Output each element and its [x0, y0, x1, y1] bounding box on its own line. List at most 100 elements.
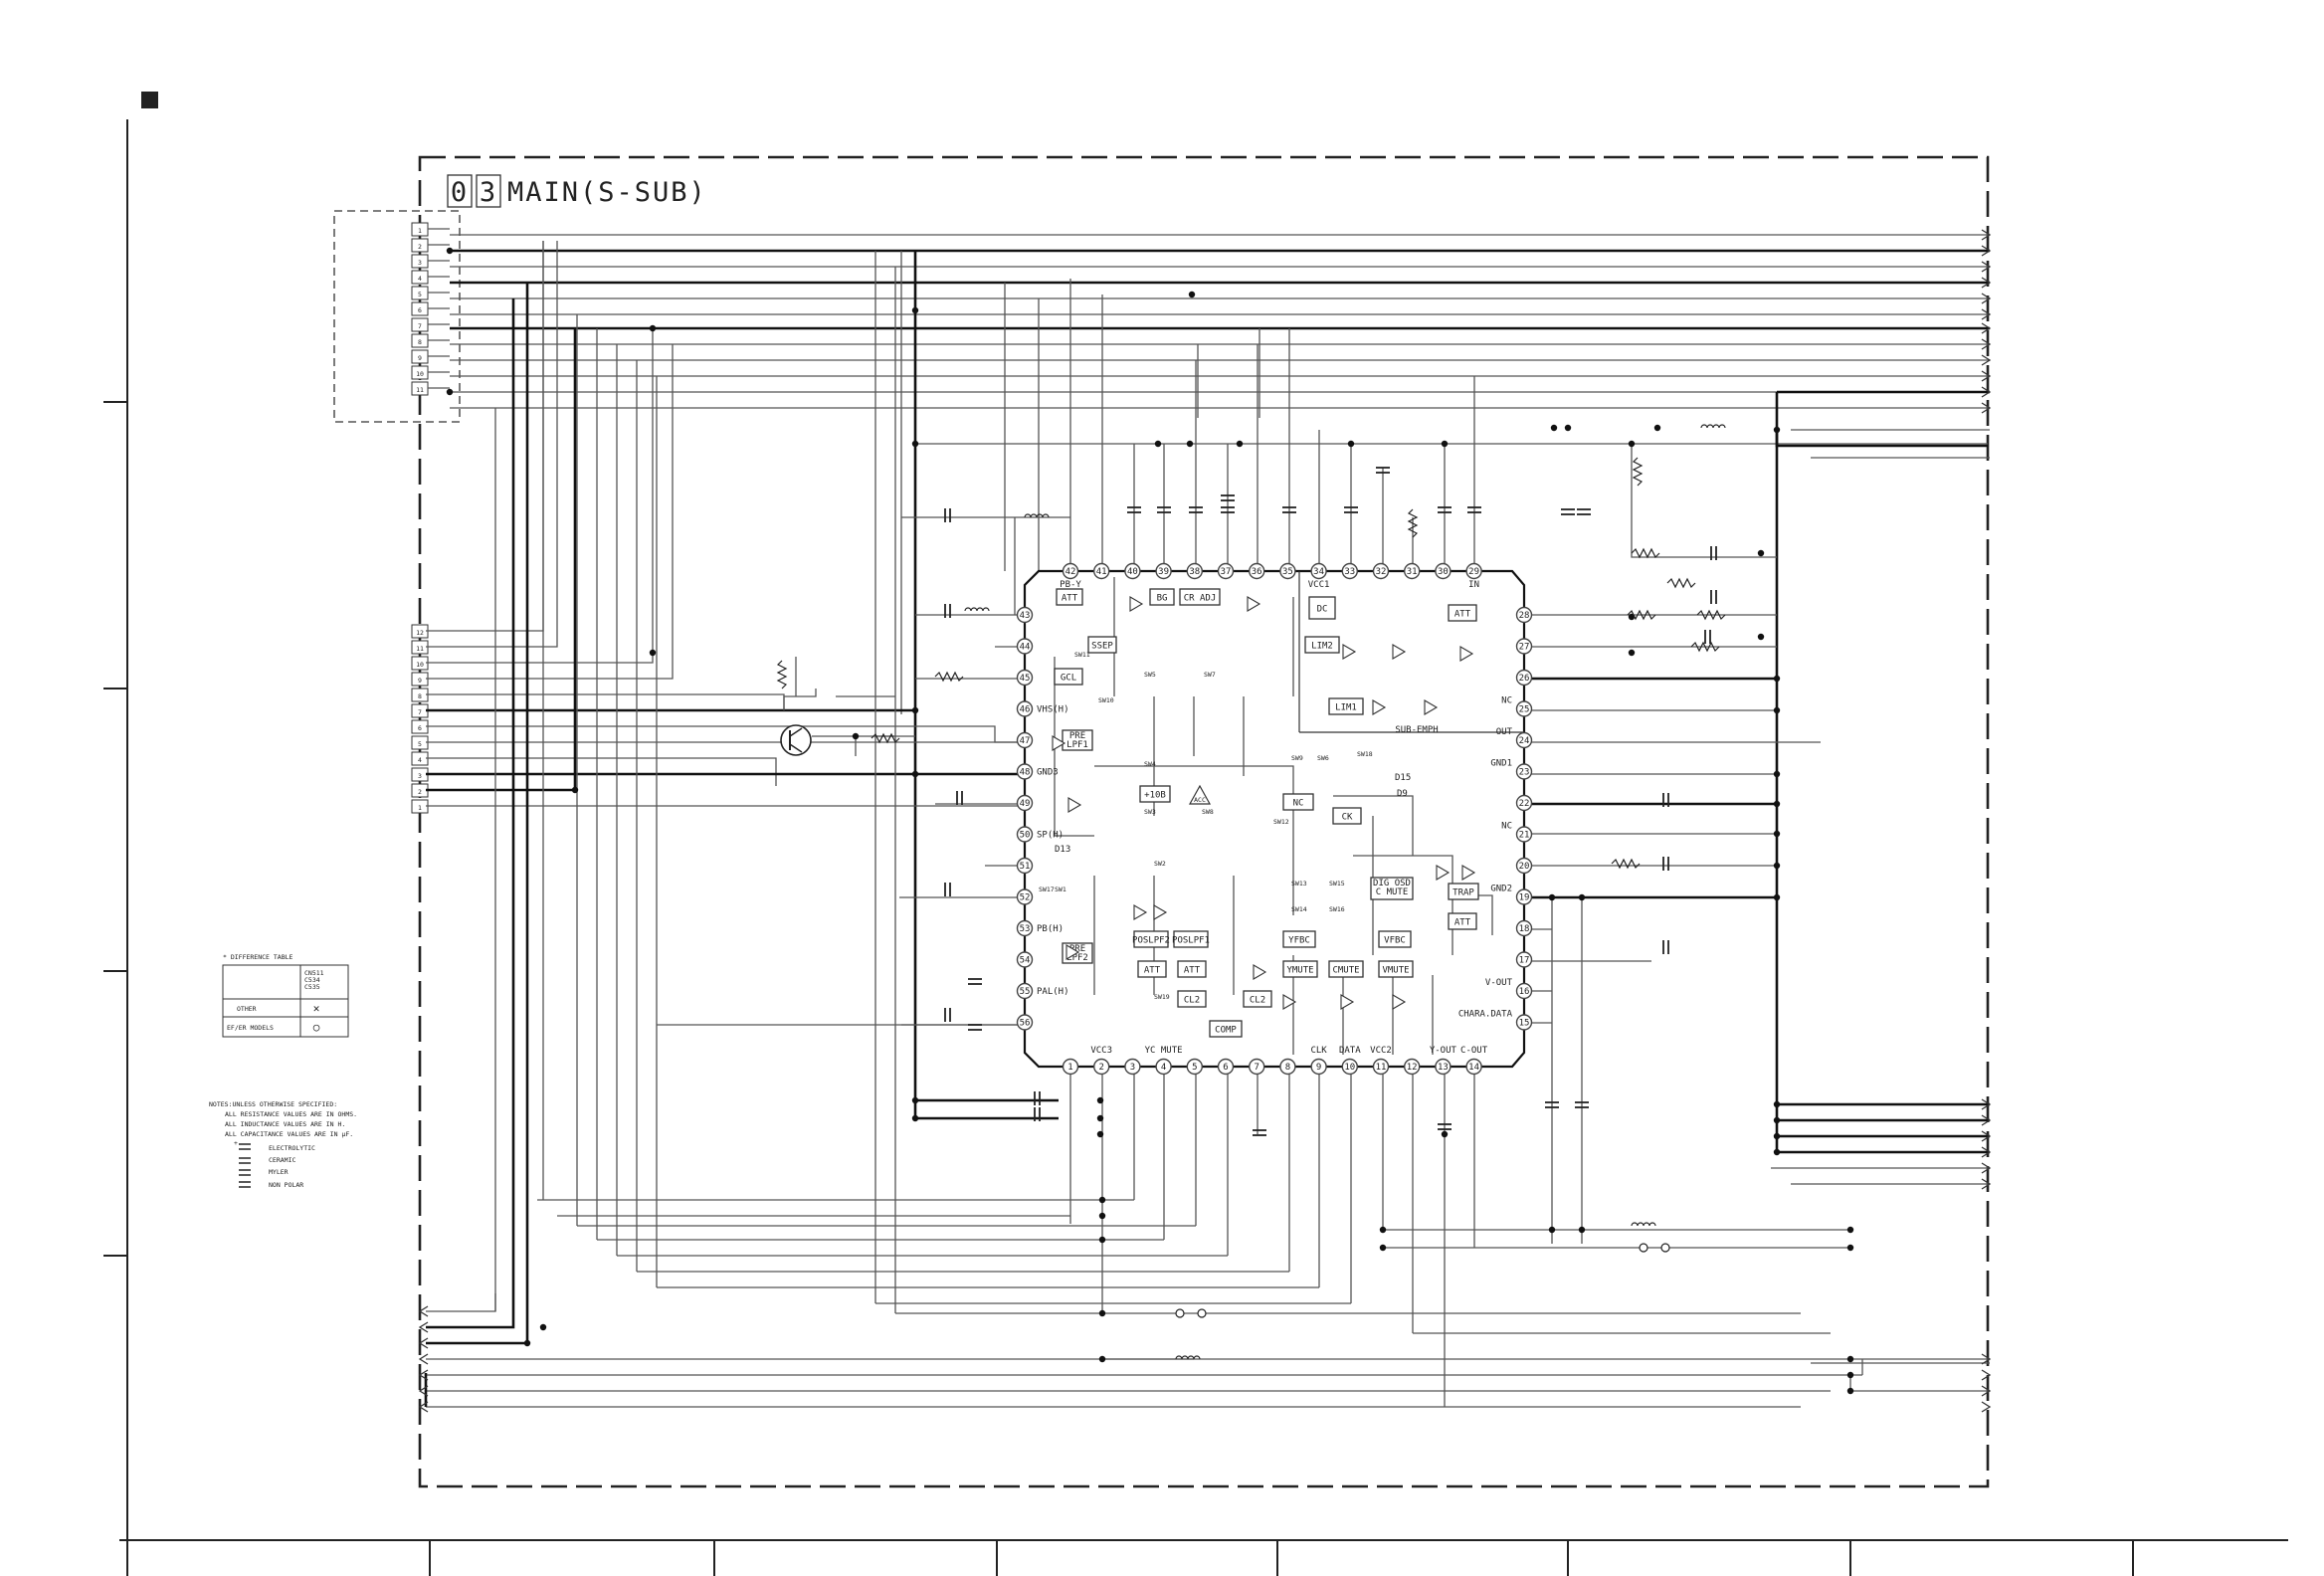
ic-pin — [1435, 562, 1452, 580]
ic-pin-number: 24 — [1519, 736, 1530, 746]
ic-pin-number: 40 — [1127, 567, 1138, 577]
junction-dot — [446, 247, 454, 255]
amplifier-symbol — [1282, 994, 1297, 1010]
left-connector-pin-number: 10 — [416, 661, 424, 669]
annotation-sw7: SW7 — [1204, 671, 1216, 679]
left-edge-chevron — [418, 1337, 429, 1349]
junction-dots — [446, 247, 1854, 1395]
ic-block-bg — [1149, 588, 1175, 606]
top-connector-pin-number: 11 — [416, 386, 424, 394]
ic-block-label-cl2-a: CL2 — [1184, 996, 1200, 1006]
resistor-symbol — [871, 732, 900, 744]
ic-pin-number: 34 — [1313, 567, 1324, 577]
inductor-symbol — [1193, 1355, 1201, 1360]
inductor-symbol — [1700, 424, 1708, 429]
ic-pin — [1016, 700, 1034, 717]
annotation-sw6: SW6 — [1317, 754, 1329, 762]
ic-pin — [1124, 562, 1141, 580]
ic-pin — [1341, 1058, 1359, 1076]
right-edge-chevron — [1981, 1146, 1992, 1158]
inductor-symbol — [1718, 424, 1726, 429]
ic-pin — [1016, 888, 1034, 905]
ic-pin-number: 28 — [1519, 611, 1530, 621]
ic-pin — [1341, 562, 1359, 580]
ic-pin — [1515, 826, 1533, 843]
resistor-symbol — [1611, 858, 1641, 870]
left-connector-pin-number: 5 — [418, 740, 422, 748]
annotation-sw17: SW17 — [1039, 886, 1055, 893]
ic-pin-number: 42 — [1065, 567, 1076, 577]
inductor-symbol — [1637, 1222, 1645, 1227]
left-connector-pin-number: 11 — [416, 645, 424, 653]
ic-pin — [1016, 763, 1034, 780]
junction-dot — [1773, 800, 1781, 808]
right-edge-chevron — [1981, 402, 1992, 414]
ic-pin — [1186, 1058, 1204, 1076]
amplifier-symbol — [1065, 944, 1080, 960]
inductor-symbol — [1631, 1222, 1639, 1227]
ic-pin — [1155, 562, 1172, 580]
ic-left-pin-label: PB(H) — [1037, 924, 1064, 934]
ic-pin — [1515, 606, 1533, 624]
ic-block-label-lim1: LIM1 — [1335, 703, 1357, 713]
ic-block-label-att-gnd2: ATT — [1454, 918, 1471, 928]
left-edge-chevron — [418, 1369, 429, 1381]
junction-dot — [1578, 893, 1586, 901]
annotation-sw16: SW16 — [1329, 905, 1345, 913]
inductor-symbol — [982, 607, 990, 612]
ic-pin — [1515, 982, 1533, 1000]
right-edge-chevron — [1981, 1098, 1992, 1110]
resistor-symbol — [776, 660, 788, 690]
legend-non-polar: NON POLAR — [269, 1181, 303, 1189]
ic-block-label-ssep: SSEP — [1091, 642, 1113, 652]
right-edge-chevron — [1981, 1385, 1992, 1397]
ic-pin — [1515, 794, 1533, 812]
junction-dot — [1846, 1355, 1854, 1363]
left-connector-pin-number: 9 — [418, 677, 422, 685]
legend-myler: MYLER — [269, 1168, 289, 1176]
legend-electrolytic: ELECTROLYTIC — [269, 1144, 315, 1152]
ic-pin-number: 20 — [1519, 862, 1530, 872]
ic-block-label-att-right: ATT — [1454, 610, 1471, 620]
ic-block-ymute — [1282, 960, 1318, 978]
ic-pin-number: 13 — [1438, 1063, 1449, 1073]
ic-block-att-right — [1448, 604, 1477, 622]
ic-right-pin-label: GND1 — [1490, 759, 1512, 769]
resistor-symbol — [1690, 641, 1720, 653]
junction-dot — [1441, 1130, 1449, 1138]
ic-pin-number: 45 — [1020, 674, 1031, 684]
ic-pin-number: 25 — [1519, 705, 1530, 715]
ic-block-yfbc — [1282, 930, 1316, 948]
junction-dot — [1773, 675, 1781, 683]
right-edge-chevron — [1981, 229, 1992, 241]
legend-electrolytic-icon: + — [234, 1139, 251, 1150]
ic-pin-number: 9 — [1316, 1063, 1321, 1073]
top-connector-outline — [333, 210, 461, 423]
ic-pin — [1248, 562, 1265, 580]
junction-dot — [1379, 1226, 1387, 1234]
ic-pin-number: 31 — [1407, 567, 1418, 577]
junction-dot — [1098, 1196, 1106, 1204]
junction-dot — [1773, 426, 1781, 434]
ic-block-label-att-a: ATT — [1144, 966, 1161, 976]
top-connector-pin-number: 1 — [418, 227, 422, 235]
notes-line-3: ALL CAPACITANCE VALUES ARE IN µF. — [225, 1130, 353, 1138]
ic-block-label-dc: DC — [1317, 605, 1328, 615]
ic-block-label-ymute: YMUTE — [1286, 966, 1313, 976]
resistor-symbol — [1666, 577, 1696, 589]
junction-dot — [1773, 1148, 1781, 1156]
ic-block-cl2-a — [1177, 990, 1207, 1008]
ic-pin-number: 29 — [1468, 567, 1479, 577]
ic-pin — [1515, 919, 1533, 937]
ic-pin — [1092, 1058, 1110, 1076]
left-connector-pin-number: 6 — [418, 724, 422, 732]
amplifier-symbol — [1129, 596, 1144, 612]
ic-block-label-att-b: ATT — [1184, 966, 1201, 976]
ic-pin-number: 6 — [1223, 1063, 1228, 1073]
ic-right-pin-label: NC — [1501, 822, 1512, 832]
ic-block-comp — [1209, 1020, 1243, 1038]
resistor-symbol — [1696, 609, 1726, 621]
